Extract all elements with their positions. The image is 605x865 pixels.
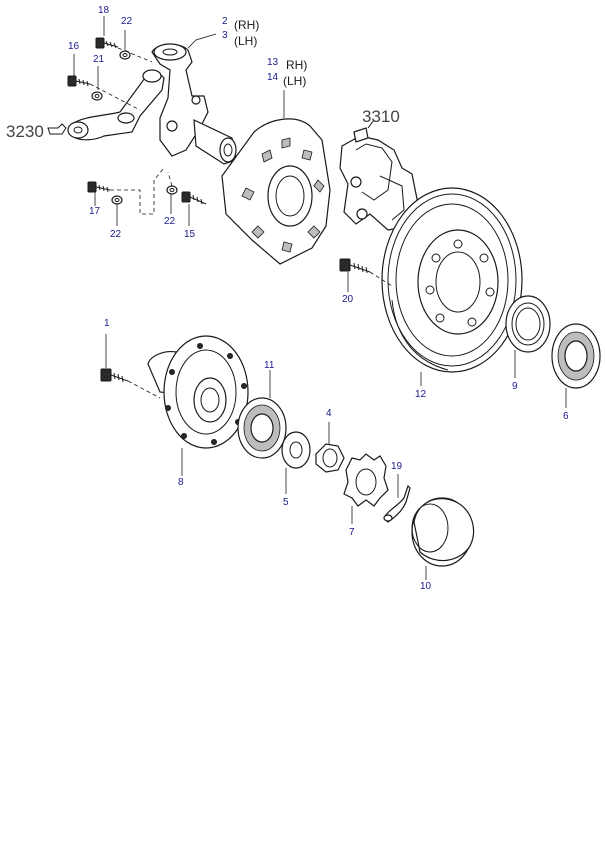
callout-20: 20 [342,294,354,305]
hub-cap-10 [411,497,475,567]
brake-disc [381,187,523,373]
caliper-ref: 3310 [362,107,400,126]
callout-17: 17 [89,206,101,217]
callout-2: 2 [222,16,228,27]
callout-12: 12 [415,389,427,400]
shield-rh-label: RH) [286,58,307,72]
steering-knuckle [151,43,237,165]
callout-16: 16 [68,41,80,52]
washer-22-mid [166,185,178,195]
callout-5: 5 [283,497,289,508]
wheel-hub [147,335,249,449]
lock-cap-7 [343,453,389,507]
callout-numbers: 18 22 16 21 2 3 13 14 17 22 22 15 20 12 … [68,5,569,592]
knuckle-lh-label: (LH) [234,34,257,48]
bolt-18 [95,37,119,49]
bearing-6 [551,323,601,389]
callout-8: 8 [178,477,184,488]
callout-7: 7 [349,527,355,538]
hub-nut-4 [315,443,345,473]
callout-19: 19 [391,461,403,472]
dust-shield [221,118,331,265]
callout-4: 4 [326,408,332,419]
callout-13: 13 [267,57,279,68]
callout-22: 22 [110,229,122,240]
callout-18: 18 [98,5,110,16]
hub-bolt-1 [100,368,129,383]
callout-22: 22 [164,216,176,227]
steering-arm [47,69,165,141]
callout-14: 14 [267,72,279,83]
bolt-15 [181,191,207,205]
knuckle-rh-label: (RH) [234,18,259,32]
bolt-16 [67,75,91,87]
callout-10: 10 [420,581,432,592]
callout-9: 9 [512,381,518,392]
bolt-20 [339,258,371,274]
washer-5 [281,431,311,469]
callout-1: 1 [104,318,110,329]
callout-21: 21 [93,54,105,65]
callout-22: 22 [121,16,133,27]
cotter-pin-19 [383,484,411,523]
callout-11: 11 [264,360,275,371]
callout-3: 3 [222,30,228,41]
washer-22-top [119,50,131,60]
shield-lh-label: (LH) [283,74,306,88]
leader-lines [73,16,567,580]
callout-15: 15 [184,229,196,240]
washer-22-left [111,195,123,205]
bolt-17 [87,181,111,193]
callout-6: 6 [563,411,569,422]
bearing-race-9 [505,295,551,353]
steering-arm-ref: 3230 [6,122,44,141]
bearing-11 [237,397,287,459]
washer-21 [91,91,103,101]
